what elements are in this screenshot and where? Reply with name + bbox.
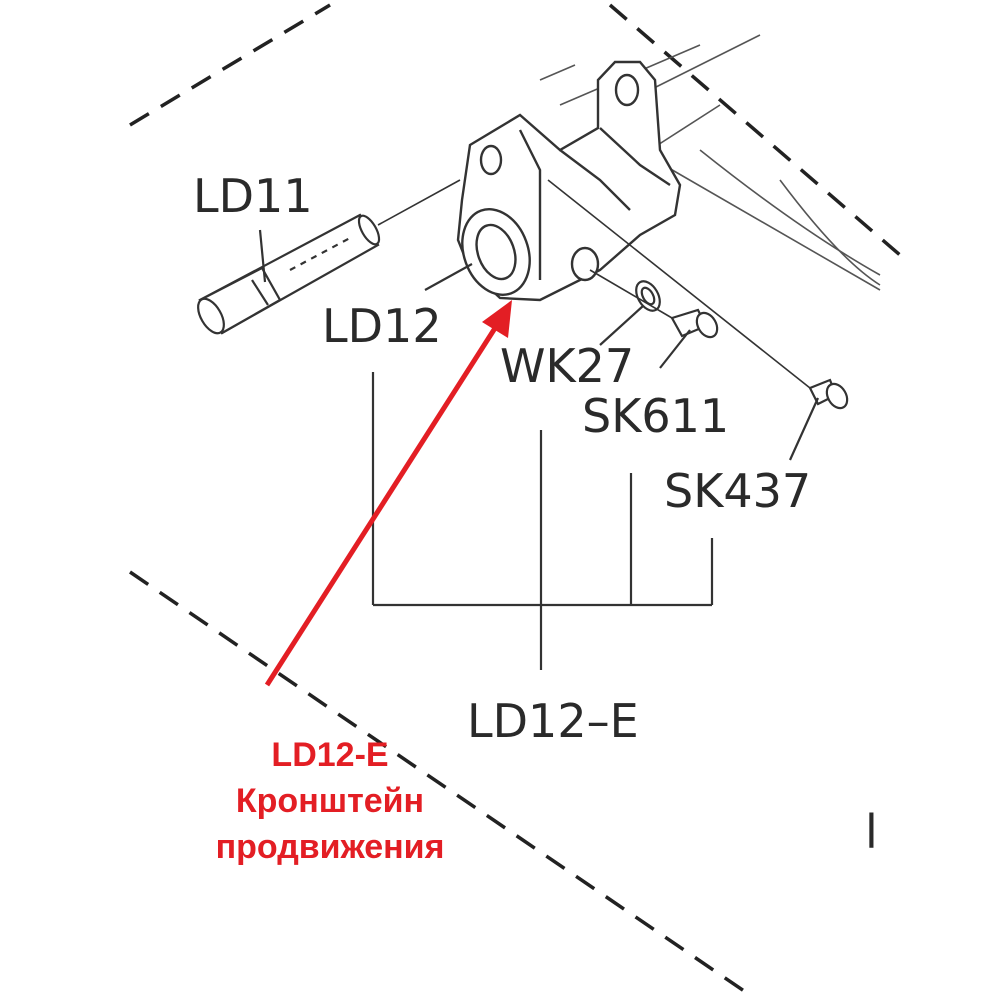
shaft-ld11 [197,213,381,335]
label-ld12: LD12 [322,299,442,353]
label-wk27: WK27 [500,339,634,393]
washer-wk27 [635,280,661,312]
annotation-line1: Кронштейн [235,782,425,820]
label-sk611: SK611 [582,389,729,443]
screw-sk437 [808,378,849,410]
label-assembly: LD12–E [467,694,639,748]
leader-lines [258,229,820,461]
annotation-line2: продвижения [215,828,445,866]
assembly-axis-lines [377,179,811,389]
screw-sk611 [670,308,719,339]
label-edge-fragment: l [865,805,878,859]
annotation-text: LD12-E Кронштейн продвижения [190,732,470,870]
assembly-bracket [371,372,714,670]
annotation-code: LD12-E [271,736,389,774]
machine-outline-thin [539,34,881,291]
bracket-ld12 [456,60,682,302]
label-sk437: SK437 [664,464,811,518]
machine-outline-dashed [129,3,902,997]
red-arrow [264,300,512,687]
label-ld11: LD11 [193,169,313,223]
